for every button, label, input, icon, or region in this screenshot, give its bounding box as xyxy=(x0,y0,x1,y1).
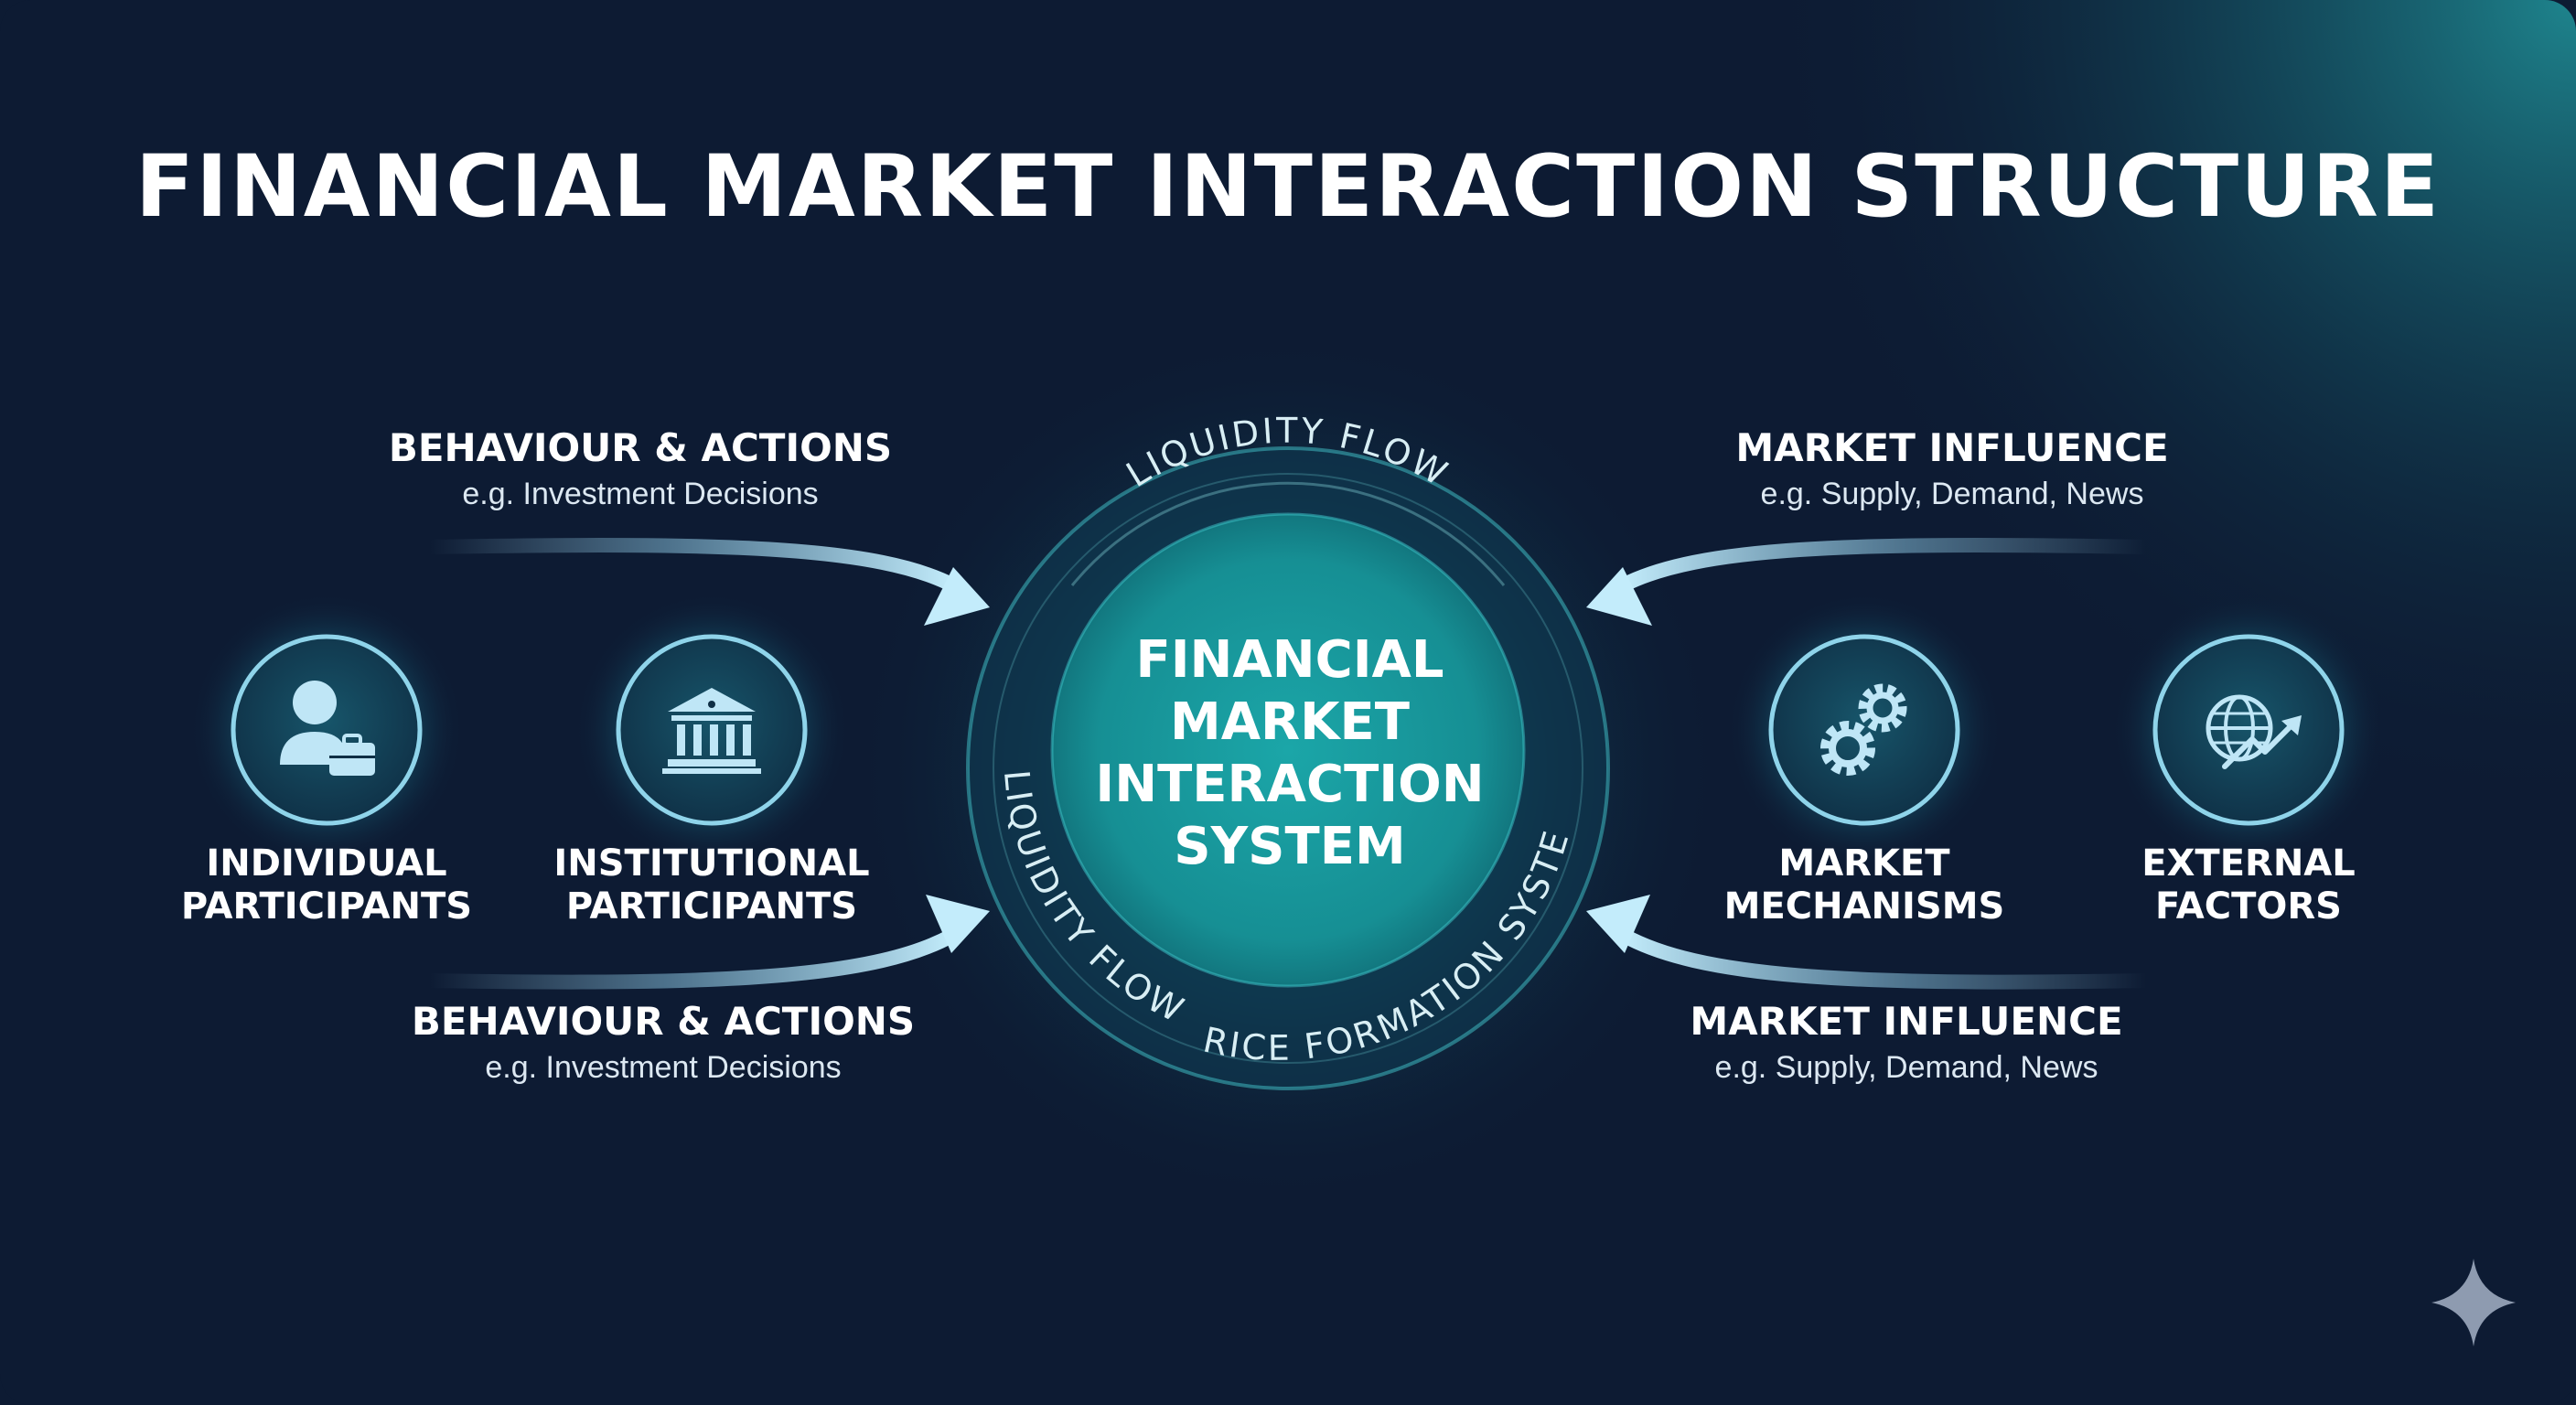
label-line: MECHANISMS xyxy=(1723,885,2005,928)
inner-arc-top xyxy=(1070,481,1506,586)
label-individual-participants: INDIVIDUAL PARTICIPANTS xyxy=(144,842,510,928)
flow-subtext: e.g. Investment Decisions xyxy=(462,477,819,511)
bank-building-icon xyxy=(662,688,761,774)
center-line: SYSTEM xyxy=(1174,817,1406,876)
person-briefcase-icon xyxy=(280,681,375,776)
flow-subtext: e.g. Supply, Demand, News xyxy=(1714,1050,2098,1085)
node-individual xyxy=(189,593,464,867)
arrow-top-left xyxy=(423,538,990,626)
flow-heading: BEHAVIOUR & ACTIONS xyxy=(411,999,916,1044)
arrow-bottom-left xyxy=(423,895,990,990)
flow-subtext: e.g. Investment Decisions xyxy=(485,1050,842,1085)
sparkle-icon xyxy=(2431,1259,2516,1346)
label-line: FACTORS xyxy=(2155,885,2342,928)
node-external xyxy=(2111,593,2386,867)
globe-trend-icon xyxy=(2206,694,2302,769)
label-external-factors: EXTERNAL FACTORS xyxy=(2066,842,2431,928)
node-mechanisms xyxy=(1727,593,2002,867)
label-market-mechanisms: MARKET MECHANISMS xyxy=(1681,842,2047,928)
center-line: MARKET xyxy=(1169,692,1411,752)
label-line: INDIVIDUAL xyxy=(206,842,447,885)
arrow-top-right xyxy=(1586,538,2153,626)
label-line: EXTERNAL xyxy=(2141,842,2356,885)
flow-heading: MARKET INFLUENCE xyxy=(1735,425,2169,470)
label-line: PARTICIPANTS xyxy=(565,885,858,928)
center-line: INTERACTION xyxy=(1095,755,1485,814)
flow-heading: MARKET INFLUENCE xyxy=(1690,999,2123,1044)
page-title: FINANCIAL MARKET INTERACTION STRUCTURE xyxy=(134,137,2442,237)
flow-label-bottom-left: BEHAVIOUR & ACTIONS e.g. Investment Deci… xyxy=(389,998,938,1089)
center-system-label: FINANCIAL MARKET INTERACTION SYSTEM xyxy=(1061,629,1519,878)
node-institutional xyxy=(574,593,849,867)
flow-label-top-left: BEHAVIOUR & ACTIONS e.g. Investment Deci… xyxy=(366,424,915,516)
center-line: FINANCIAL xyxy=(1135,630,1444,690)
flow-label-top-right: MARKET INFLUENCE e.g. Supply, Demand, Ne… xyxy=(1678,424,2227,516)
flow-subtext: e.g. Supply, Demand, News xyxy=(1760,477,2144,511)
flow-label-bottom-right: MARKET INFLUENCE e.g. Supply, Demand, Ne… xyxy=(1632,998,2181,1089)
label-line: PARTICIPANTS xyxy=(180,885,473,928)
gears-icon xyxy=(1820,683,1907,776)
label-institutional-participants: INSTITUTIONAL PARTICIPANTS xyxy=(529,842,895,928)
label-line: MARKET xyxy=(1778,842,1950,885)
label-line: INSTITUTIONAL xyxy=(553,842,870,885)
arrow-bottom-right xyxy=(1586,895,2153,990)
core-circle xyxy=(1050,512,1526,988)
flow-heading: BEHAVIOUR & ACTIONS xyxy=(388,425,893,470)
middle-ring xyxy=(993,473,1583,1064)
